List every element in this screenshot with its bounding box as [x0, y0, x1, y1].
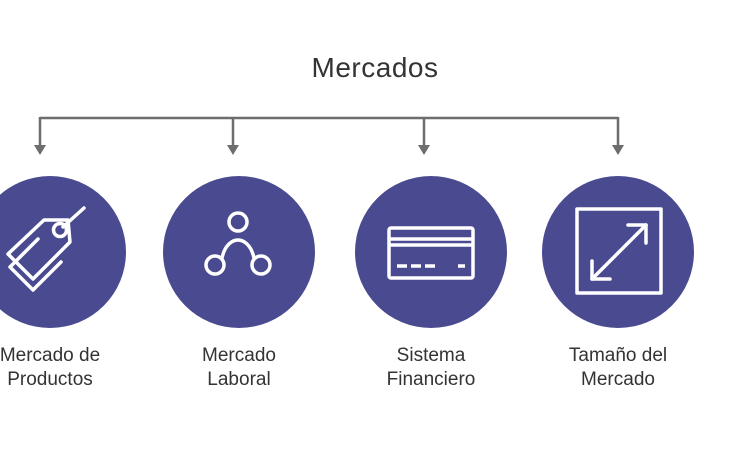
label-line-2: Financiero — [386, 369, 476, 390]
people-network-icon — [204, 211, 272, 276]
arrowhead-2 — [227, 145, 239, 155]
node-label: Mercado de Productos — [0, 344, 160, 392]
node-market-size: Tamaño del Mercado — [542, 176, 694, 390]
label-line-2: Productos — [7, 369, 93, 390]
credit-card-icon — [387, 226, 475, 280]
node-product-market: Mercado de Productos — [0, 176, 126, 390]
node-label: Sistema Financiero — [321, 344, 541, 392]
node-labor-market: Mercado Laboral — [163, 176, 315, 390]
connector-lines — [34, 116, 624, 155]
node-label: Mercado Laboral — [129, 344, 349, 392]
node-circle — [542, 176, 694, 328]
node-circle — [0, 176, 126, 328]
node-financial-system: Sistema Financiero — [355, 176, 507, 390]
arrowhead-1 — [34, 145, 46, 155]
label-line-1: Tamaño del — [568, 345, 668, 366]
arrowhead-3 — [418, 145, 430, 155]
diagram-title: Mercados — [311, 52, 439, 83]
label-line-1: Mercado — [202, 345, 276, 366]
node-label: Tamaño del Mercado — [508, 344, 728, 392]
label-line-1: Sistema — [396, 345, 466, 366]
node-circle — [163, 176, 315, 328]
node-circle — [355, 176, 507, 328]
price-tag-icon — [6, 206, 86, 292]
label-line-1: Mercado de — [0, 345, 101, 366]
expand-arrows-icon — [575, 207, 663, 295]
label-line-2: Laboral — [207, 369, 271, 390]
label-line-2: Mercado — [581, 369, 655, 390]
arrowhead-4 — [612, 145, 624, 155]
